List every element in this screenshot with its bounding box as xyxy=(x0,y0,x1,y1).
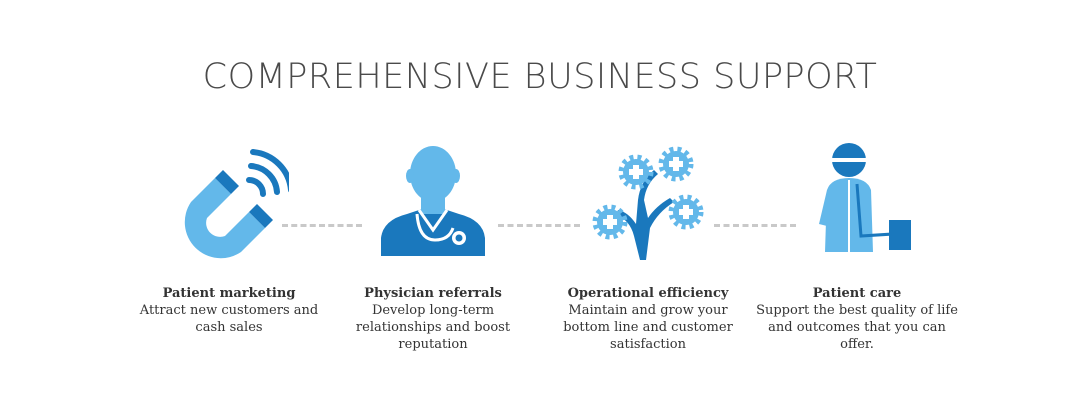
patient-care-icon xyxy=(797,140,917,265)
feature-description: Develop long-term relationships and boos… xyxy=(355,303,511,352)
feature-description: Support the best quality of life and out… xyxy=(756,303,958,352)
feature-heading: Patient care xyxy=(812,286,902,301)
tree-gears-icon xyxy=(588,140,708,265)
feature-heading: Operational efficiency xyxy=(567,286,729,301)
feature-physician-referrals: Physician referrals Develop long-term re… xyxy=(328,140,538,353)
feature-heading: Physician referrals xyxy=(364,286,502,301)
page-title: COMPREHENSIVE BUSINESS SUPPORT xyxy=(202,57,878,97)
feature-heading: Patient marketing xyxy=(162,286,296,301)
feature-description: Maintain and grow your bottom line and c… xyxy=(563,303,733,352)
feature-operational-efficiency: Operational efficiency Maintain and grow… xyxy=(543,140,753,353)
magnet-signal-icon xyxy=(169,140,289,265)
feature-patient-care: Patient care Support the best quality of… xyxy=(752,140,962,353)
connector-1 xyxy=(282,224,362,227)
connector-2 xyxy=(498,224,580,227)
feature-description: Attract new customers and cash sales xyxy=(139,303,319,335)
connector-3 xyxy=(714,224,796,227)
physician-stethoscope-icon xyxy=(373,140,493,265)
feature-patient-marketing: Patient marketing Attract new customers … xyxy=(124,140,334,336)
